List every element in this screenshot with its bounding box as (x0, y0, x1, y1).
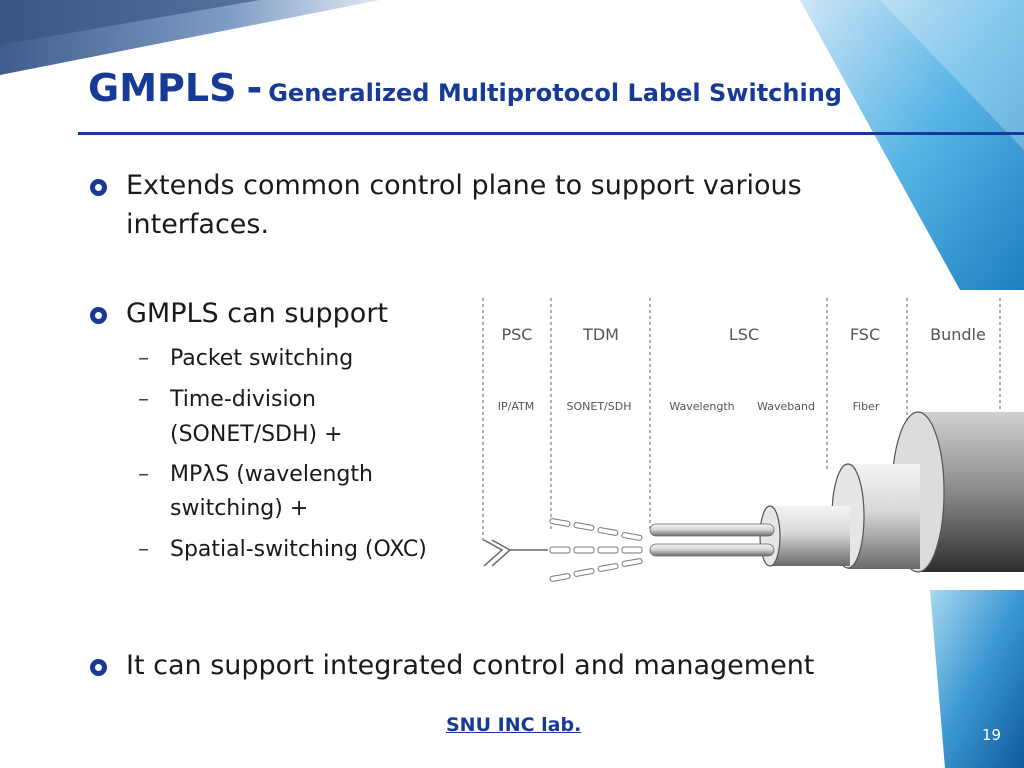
sub-bullet-2-line-2: (SONET/SDH) + (170, 422, 343, 447)
waveband-cylinder (759, 505, 850, 567)
wavelength-fibers (649, 523, 775, 557)
tdm-streams (549, 518, 643, 582)
title-divider (78, 132, 1024, 135)
packet-fork-icon (483, 539, 548, 567)
bullet-icon (90, 659, 107, 676)
gmpls-hierarchy-diagram: PSC TDM LSC FSC Bundle IP/ATM SONET/SDH … (482, 298, 1024, 582)
page-number: 19 (982, 726, 1002, 744)
title-subtitle: Generalized Multiprotocol Label Switchin… (268, 79, 842, 107)
sub-bullet-3-line-2: switching) + (170, 496, 309, 521)
bundle-cylinder (891, 411, 1024, 573)
column-header-bundle: Bundle (930, 325, 986, 344)
sub-bullet-1: Packet switching (170, 346, 354, 371)
column-header-tdm: TDM (582, 325, 619, 344)
bullet-2: GMPLS can support (126, 298, 389, 329)
sub-bullet-4: Spatial-switching (OXC) (170, 537, 427, 562)
sublabel-ip-atm: IP/ATM (498, 400, 534, 413)
title-main: GMPLS (88, 66, 237, 110)
sub-bullet-dash: – (138, 387, 149, 412)
bullet-3: It can support integrated control and ma… (126, 650, 815, 681)
sub-bullet-dash: – (138, 346, 149, 371)
sub-bullet-2-line-1: Time-division (170, 387, 316, 412)
column-header-lsc: LSC (729, 325, 759, 344)
sub-bullet-dash: – (138, 462, 149, 487)
bullet-1: Extends common control plane to support … (126, 170, 802, 240)
column-separators (482, 298, 1001, 542)
sublabel-wavelength: Wavelength (669, 400, 734, 413)
sub-bullet-dash: – (138, 537, 149, 562)
sublabel-sonet-sdh: SONET/SDH (567, 400, 632, 413)
bullet-icon (90, 307, 107, 324)
column-header-psc: PSC (502, 325, 533, 344)
sublabel-fiber: Fiber (853, 400, 880, 413)
bullet-icon (90, 179, 107, 196)
sub-bullet-3-line-1: MPλS (wavelength (170, 462, 373, 487)
column-header-fsc: FSC (850, 325, 880, 344)
title-separator: - (246, 66, 263, 110)
sublabel-waveband: Waveband (757, 400, 815, 413)
footer-lab-name: SNU INC lab. (446, 714, 582, 736)
slide-title: GMPLS-Generalized Multiprotocol Label Sw… (88, 66, 988, 126)
